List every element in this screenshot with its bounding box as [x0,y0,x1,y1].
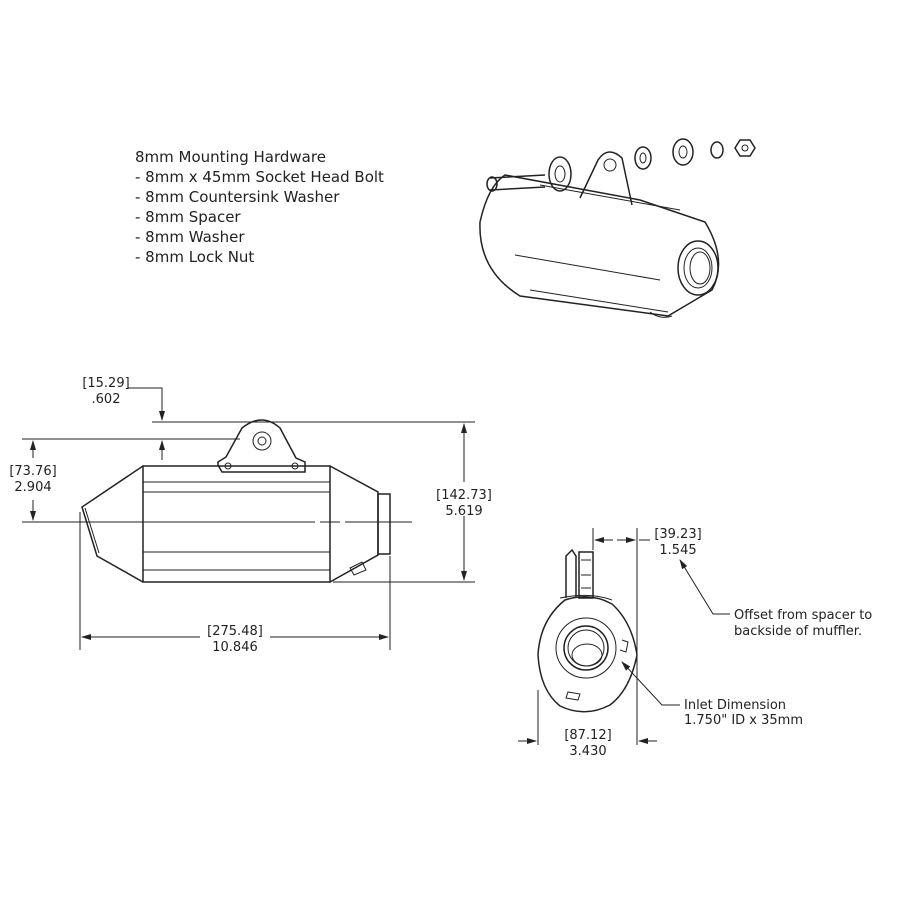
overall-length-metric: [275.48] [207,624,263,639]
offset-callout-line1: Offset from spacer to [734,608,872,623]
hardware-item: - 8mm Spacer [135,208,241,226]
offset-callout-line2: backside of muffler. [734,624,862,639]
hardware-item: - 8mm Lock Nut [135,248,254,266]
hardware-notes: 8mm Mounting Hardware - 8mm x 45mm Socke… [135,148,384,266]
hardware-item: - 8mm Washer [135,228,245,246]
hardware-item: - 8mm x 45mm Socket Head Bolt [135,168,384,186]
hardware-title: 8mm Mounting Hardware [135,148,326,166]
bracket-offset-imperial: .602 [92,392,121,407]
inlet-callout-line1: Inlet Dimension [684,698,786,713]
isometric-view [479,138,756,318]
centerline-height-imperial: 2.904 [14,480,51,495]
hardware-item: - 8mm Countersink Washer [135,188,340,206]
width-imperial: 3.430 [569,744,606,759]
spacer-offset-metric: [39.23] [654,527,701,542]
overall-height-imperial: 5.619 [445,504,482,519]
overall-height-metric: [142.73] [436,488,492,503]
bracket-offset-metric: [15.29] [82,376,129,391]
width-metric: [87.12] [564,728,611,743]
end-view: [39.23] 1.545 [87.12] 3.430 Offset from … [518,527,872,759]
inlet-callout-line2: 1.750" ID x 35mm [684,713,803,728]
overall-length-imperial: 10.846 [212,640,258,655]
spacer-offset-imperial: 1.545 [659,543,696,558]
centerline-height-metric: [73.76] [9,464,56,479]
side-view: [15.29] .602 [73.76] 2.904 [142.73] 5.61… [9,376,492,655]
